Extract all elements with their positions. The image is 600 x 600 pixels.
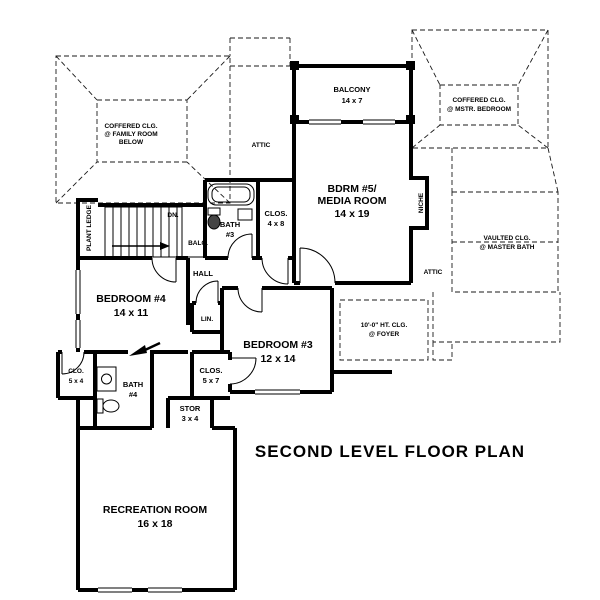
label-bedroom4-dim: 14 x 11 xyxy=(114,307,149,319)
label-bath3-1: BATH xyxy=(220,220,240,229)
toilet-bath3 xyxy=(207,214,221,230)
labels: BALCONY 14 x 7 COFFERED CLG. @ FAMILY RO… xyxy=(68,85,535,530)
toilet-bath4 xyxy=(102,399,120,413)
label-clos57-1: CLOS. xyxy=(200,366,223,375)
label-bath3-2: #3 xyxy=(226,230,234,239)
column xyxy=(406,61,415,70)
door-clos-5x7 xyxy=(229,357,257,385)
sink-bath4 xyxy=(101,373,112,385)
column xyxy=(406,115,415,124)
label-bedroom3: BEDROOM #3 xyxy=(243,339,313,351)
label-bedroom3-dim: 12 x 14 xyxy=(260,353,295,365)
window-gap xyxy=(73,270,83,314)
walls-balcony-media xyxy=(292,64,429,285)
toilet-tank-bath4 xyxy=(96,398,104,414)
label-plant-ledge: PLANT LEDGE xyxy=(86,204,93,251)
walls-recreation xyxy=(76,398,237,592)
label-balcony-dim: 14 x 7 xyxy=(342,96,363,105)
label-balc: BALC. xyxy=(188,240,208,247)
label-coffered-master-1: COFFERED CLG. xyxy=(452,97,505,104)
roof-master-bath xyxy=(451,147,559,293)
label-clos48-dim: 4 x 8 xyxy=(268,219,285,228)
roof-master-bedroom xyxy=(411,29,549,149)
label-media-2: MEDIA ROOM xyxy=(317,195,386,207)
door-media-room xyxy=(299,247,336,284)
label-foyer-1: 10'-0" HT. CLG. xyxy=(361,322,408,329)
entry-arrow xyxy=(129,345,147,356)
roof-dashed-lines xyxy=(55,29,561,361)
roof-lower-right xyxy=(432,292,561,361)
sink-bath3 xyxy=(237,208,253,221)
tub-bath3-inner xyxy=(211,186,251,203)
label-stor-1: STOR xyxy=(180,404,201,413)
label-bath4-2: #4 xyxy=(129,390,138,399)
door-bedroom3 xyxy=(237,287,263,313)
label-niche: NICHE xyxy=(418,192,425,213)
label-balcony: BALCONY xyxy=(333,85,370,94)
label-attic-right: ATTIC xyxy=(424,269,443,276)
label-clos57-dim: 5 x 7 xyxy=(203,376,220,385)
window-recreation-b xyxy=(148,587,182,593)
label-media-1: BDRM #5/ xyxy=(327,183,376,195)
label-coffered-family-3: BELOW xyxy=(119,139,144,146)
label-stor-dim: 3 x 4 xyxy=(182,414,200,423)
window-gap xyxy=(73,320,83,348)
label-attic-left: ATTIC xyxy=(252,142,271,149)
roof-attic-top xyxy=(229,37,294,67)
label-coffered-master-2: @ MSTR. BEDROOM xyxy=(447,106,511,113)
plan-title: SECOND LEVEL FLOOR PLAN xyxy=(255,442,525,461)
window-media-balcony-a xyxy=(309,119,341,125)
column xyxy=(290,115,299,124)
label-vaulted-1: VAULTED CLG. xyxy=(483,235,530,242)
window-recreation-a xyxy=(98,587,132,593)
label-recreation-dim: 16 x 18 xyxy=(137,518,172,530)
door-bath3 xyxy=(227,233,253,259)
foyer-open-below xyxy=(339,299,429,361)
entry-arrow-line xyxy=(144,341,161,352)
door-swings xyxy=(61,233,336,385)
fixtures xyxy=(96,183,255,414)
door-clos-4x8 xyxy=(261,257,289,285)
door-linen xyxy=(195,280,219,304)
label-bath4-1: BATH xyxy=(123,380,143,389)
label-recreation: RECREATION ROOM xyxy=(103,504,207,516)
label-bedroom4: BEDROOM #4 xyxy=(96,293,166,305)
label-linen: LIN. xyxy=(201,316,213,323)
window-bedroom4-a xyxy=(75,270,81,314)
roof-family-room xyxy=(55,55,231,204)
label-media-dim: 14 x 19 xyxy=(334,208,369,220)
column xyxy=(290,61,299,70)
windows xyxy=(73,119,395,593)
vanity-bath4 xyxy=(96,366,117,392)
walls-bedroom3-closets xyxy=(166,286,392,428)
balcony-columns xyxy=(290,61,415,124)
toilet-tank-bath3 xyxy=(207,207,221,216)
door-bedroom4 xyxy=(151,257,177,283)
window-bedroom3 xyxy=(255,389,300,395)
stair-direction-arrow xyxy=(160,242,170,250)
label-clo54-1: CLO. xyxy=(68,368,84,375)
label-coffered-family-2: @ FAMILY ROOM xyxy=(104,131,157,138)
door-clo-5x4 xyxy=(61,351,85,375)
label-clos48-1: CLOS. xyxy=(265,209,288,218)
stair-treads xyxy=(112,207,178,257)
tub-bath3 xyxy=(207,183,255,206)
window-media-balcony-b xyxy=(363,119,395,125)
staircase xyxy=(104,206,205,258)
label-hall: HALL xyxy=(193,269,213,278)
label-dn: DN. xyxy=(167,212,178,219)
label-vaulted-2: @ MASTER BATH xyxy=(480,244,535,251)
stair-outline xyxy=(104,206,205,258)
window-bedroom4-b xyxy=(75,320,81,348)
label-clo54-dim: 5 x 4 xyxy=(69,378,84,385)
label-foyer-2: @ FOYER xyxy=(369,331,400,338)
label-coffered-family-1: COFFERED CLG. xyxy=(104,123,157,130)
